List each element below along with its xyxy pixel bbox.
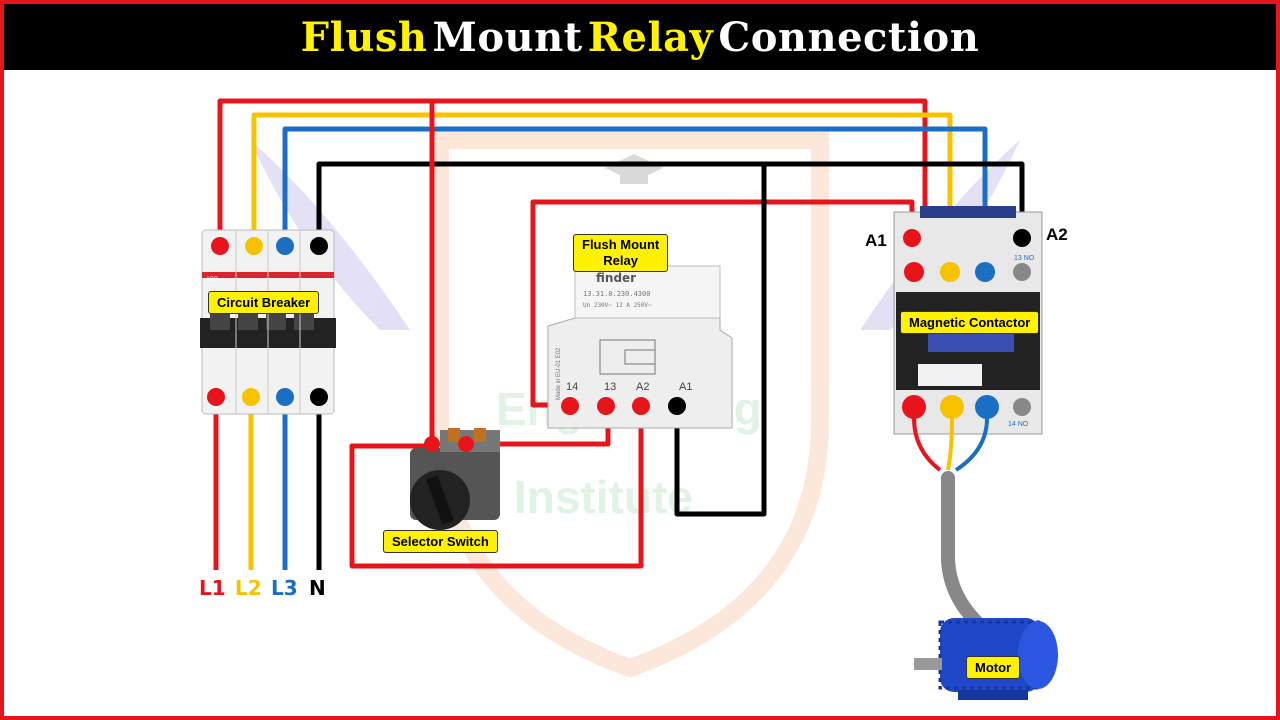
title-bar: Flush Mount Relay Connection <box>4 4 1276 70</box>
contactor-no-bottom <box>1013 398 1031 416</box>
relay-terminal-label-a1: A1 <box>679 381 692 393</box>
motor-cable <box>941 471 992 637</box>
relay-terminal-14 <box>561 397 579 415</box>
breaker-bottom-l1 <box>207 388 225 406</box>
top-bus-wires <box>217 98 1025 569</box>
contactor-in-l3 <box>975 262 995 282</box>
phase-label-l3: L3 <box>271 576 298 600</box>
wire-n-relay-a1 <box>674 164 767 517</box>
flush-relay-label-line2: Relay <box>603 253 638 268</box>
relay-terminal-a1 <box>668 397 686 415</box>
contactor-no-label: 13 NO <box>1014 255 1035 262</box>
motor <box>914 618 1058 700</box>
breaker-bottom-n <box>310 388 328 406</box>
contactor-no-bottom-label: 14 NO <box>1008 421 1029 428</box>
flush-relay-label-line1: Flush Mount <box>582 237 660 252</box>
supply-wires <box>213 398 322 570</box>
wire-relay-a2-loop <box>349 405 644 569</box>
breaker-top-l2 <box>245 237 263 255</box>
title-word-relay: Relay <box>587 13 714 61</box>
selector-terminal-1 <box>424 436 440 452</box>
selector-switch-label: Selector Switch <box>383 530 498 553</box>
breaker-top-l3 <box>276 237 294 255</box>
relay-terminal-13 <box>597 397 615 415</box>
flush-relay-label: Flush Mount Relay <box>573 234 669 272</box>
breaker-bottom-l3 <box>276 388 294 406</box>
flush-mount-relay-body: finder 13.31.8.230.4300 Un 230V~ 12 A 25… <box>547 265 733 429</box>
breaker-bottom-l2 <box>242 388 260 406</box>
wire-l3-top <box>282 126 988 272</box>
wire-n-top <box>316 161 1025 246</box>
watermark-text-2: Institute <box>514 471 693 523</box>
title-word-flush: Flush <box>300 13 428 61</box>
selector-terminal-2 <box>458 436 474 452</box>
contactor-out-l1 <box>902 395 926 419</box>
phase-label-n: N <box>309 576 326 600</box>
phase-label-l2: L2 <box>235 576 262 600</box>
svg-text:ABB: ABB <box>206 277 218 283</box>
relay-terminal-label-14: 14 <box>566 381 578 393</box>
a2-label: A2 <box>1046 225 1068 244</box>
motor-lead-l1 <box>912 417 942 472</box>
contactor-a1-terminal <box>903 229 921 247</box>
circuit-breaker: ABB <box>200 229 336 415</box>
relay-model: 13.31.8.230.4300 <box>583 290 650 298</box>
graduation-cap-icon <box>605 154 663 184</box>
circuit-breaker-label: Circuit Breaker <box>208 291 320 314</box>
relay-terminal-label-13: 13 <box>604 381 616 393</box>
contactor-in-l2 <box>940 262 960 282</box>
contactor-no-terminal <box>1013 263 1031 281</box>
phase-label-l1: L1 <box>199 576 226 600</box>
wire-l1-top <box>217 98 928 246</box>
title-word-connection: Connection <box>718 13 980 61</box>
contactor-a2-terminal <box>1013 229 1031 247</box>
motor-leads <box>912 417 989 472</box>
selector-switch <box>410 428 500 530</box>
contactor-out-l2 <box>940 395 964 419</box>
relay-brand: finder <box>596 271 636 285</box>
contactor-out-l3 <box>975 395 999 419</box>
motor-label: Motor <box>966 656 1021 679</box>
title-word-mount: Mount <box>432 13 583 61</box>
breaker-terminals <box>207 237 328 406</box>
relay-made-in: Made in EU-01 E02 <box>556 347 562 400</box>
motor-lead-l3 <box>954 417 989 472</box>
breaker-top-l1 <box>211 237 229 255</box>
relay-terminal-a2 <box>632 397 650 415</box>
wire-l2-top <box>251 112 953 272</box>
motor-lead-l2 <box>946 417 954 471</box>
magnetic-contactor-label: Magnetic Contactor <box>900 311 1040 334</box>
a1-label: A1 <box>865 231 887 250</box>
breaker-top-n <box>310 237 328 255</box>
contactor-in-l1 <box>904 262 924 282</box>
relay-rating: Un 230V~ 12 A 250V~ <box>583 302 652 309</box>
relay-terminal-label-a2: A2 <box>636 381 649 393</box>
